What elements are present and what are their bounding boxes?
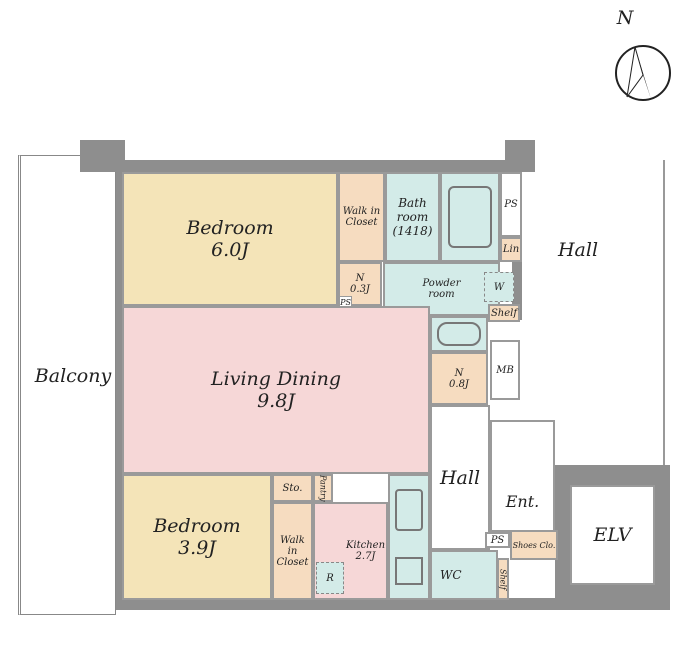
hall-label: Hall [439, 466, 481, 489]
wall [116, 170, 122, 600]
shoes-closet: Shoes Clo. [510, 530, 558, 560]
kitchen-counter [388, 474, 430, 600]
sink-icon [437, 322, 481, 346]
walk-in-closet-2: Walk in Closet [272, 502, 313, 600]
linen: Lin [500, 237, 522, 262]
bathroom-size: (1418) [392, 224, 433, 238]
refrigerator: R [316, 562, 344, 594]
living-dining: Living Dining 9.8J [122, 306, 430, 474]
washbasin [430, 316, 488, 352]
balcony [18, 155, 116, 615]
kitchen-sink-icon [395, 489, 423, 531]
bedroom-2: Bedroom 3.9J [122, 474, 272, 600]
walk-in-closet-1-label: Walk in Closet [342, 206, 381, 228]
powder-room-label: Powder room [422, 278, 461, 300]
living-dining-size: 9.8J [257, 390, 295, 412]
wall [80, 140, 125, 172]
bedroom-2-size: 3.9J [178, 537, 216, 559]
storage: Sto. [272, 474, 313, 502]
wall [116, 598, 566, 610]
compass-icon [615, 45, 671, 101]
hall: Hall [430, 405, 490, 550]
n2-size: 0.8J [449, 378, 469, 390]
n1-size: 0.3J [350, 284, 370, 295]
washer: W [484, 272, 514, 302]
stove-icon [395, 557, 423, 585]
balcony-label: Balcony [34, 365, 112, 387]
bathroom-name: Bath room [396, 196, 429, 224]
bedroom-1-name: Bedroom [186, 217, 274, 239]
wall [118, 160, 528, 172]
bathtub-icon [448, 186, 492, 248]
hall-right-label: Hall [557, 239, 599, 261]
walk-in-closet-1: Walk in Closet [338, 172, 385, 262]
shelf-1: Shelf [488, 304, 520, 322]
meter-box: MB [490, 340, 520, 400]
entrance-label: Ent. [505, 491, 540, 511]
living-dining-name: Living Dining [211, 368, 341, 390]
elevator: ELV [570, 485, 655, 585]
compass-north-label: N [616, 7, 634, 29]
entrance: Ent. [490, 420, 555, 532]
walk-in-closet-2-label: Walk in Closet [276, 534, 309, 568]
kitchen-size: 2.7J [355, 551, 376, 562]
n1-name: N [355, 273, 365, 284]
bathroom: Bath room (1418) [385, 172, 440, 262]
bathtub-area [440, 172, 500, 262]
wc: WC [430, 550, 498, 600]
kitchen-name: Kitchen [345, 540, 386, 551]
wc-label: WC [440, 568, 462, 582]
bedroom-1: Bedroom 6.0J [122, 172, 338, 306]
wall [505, 140, 535, 172]
bedroom-2-name: Bedroom [153, 515, 241, 537]
n2-name: N [454, 367, 464, 379]
pantry: Pantry [313, 474, 333, 502]
bedroom-1-size: 6.0J [211, 239, 249, 261]
shelf-2: Shelf [497, 558, 509, 600]
pipe-space-2: PS [485, 532, 510, 548]
common-hall [535, 160, 665, 465]
pipe-space-1: PS [500, 172, 522, 237]
elevator-label: ELV [593, 524, 632, 546]
storage-n-2: N 0.8J [430, 352, 488, 405]
